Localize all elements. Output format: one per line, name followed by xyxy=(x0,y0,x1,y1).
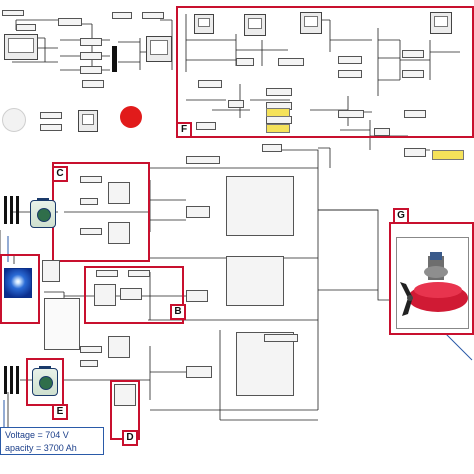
signal-block[interactable] xyxy=(262,144,282,152)
battery-bus xyxy=(16,366,19,394)
signal-block[interactable] xyxy=(402,50,424,58)
converter-block[interactable] xyxy=(108,182,130,204)
signal-block[interactable] xyxy=(80,38,102,46)
signal-block[interactable] xyxy=(402,70,424,78)
label-e: E xyxy=(52,404,68,420)
subsystem-block[interactable] xyxy=(236,332,294,396)
propeller-motor-icon xyxy=(400,252,468,316)
scope-block[interactable] xyxy=(244,14,266,36)
display-block xyxy=(266,108,290,117)
converter-block[interactable] xyxy=(94,284,116,306)
label-b: B xyxy=(170,304,186,320)
signal-block[interactable] xyxy=(266,116,292,124)
signal-block[interactable] xyxy=(338,110,364,118)
signal-block[interactable] xyxy=(80,228,102,235)
label-d: D xyxy=(122,430,138,446)
signal-block[interactable] xyxy=(142,12,164,19)
signal-block[interactable] xyxy=(58,18,82,26)
converter-block[interactable] xyxy=(108,336,130,358)
subsystem-block[interactable] xyxy=(226,176,294,236)
converter-block[interactable] xyxy=(108,222,130,244)
charging-led-on xyxy=(120,106,142,128)
scope-block[interactable] xyxy=(194,14,214,34)
gain-block[interactable] xyxy=(236,58,254,66)
pv-subsystem[interactable] xyxy=(44,298,80,350)
signal-block[interactable] xyxy=(404,110,426,118)
measurement-block[interactable] xyxy=(186,290,208,302)
gain-block[interactable] xyxy=(374,128,390,136)
signal-block[interactable] xyxy=(2,10,24,16)
display-block xyxy=(266,124,290,133)
voltage-text: Voltage = 704 V xyxy=(5,430,69,440)
signal-block[interactable] xyxy=(112,12,132,19)
signal-block[interactable] xyxy=(80,346,102,353)
battery-bus xyxy=(10,196,13,224)
display-block xyxy=(432,150,464,160)
region-f xyxy=(176,6,474,138)
battery-bus xyxy=(16,196,19,224)
battery-region xyxy=(26,358,64,406)
battery-spec-box: Voltage = 704 V apacity = 3700 Ah xyxy=(0,427,104,455)
scope-block[interactable] xyxy=(146,36,172,62)
signal-block[interactable] xyxy=(80,176,102,183)
gain-block[interactable] xyxy=(228,100,244,108)
subsystem-block[interactable] xyxy=(226,256,284,306)
label-g: G xyxy=(393,208,409,224)
signal-block[interactable] xyxy=(404,148,426,157)
label-c: C xyxy=(52,166,68,182)
signal-block[interactable] xyxy=(16,24,36,31)
signal-block[interactable] xyxy=(196,122,216,130)
measurement-block[interactable] xyxy=(186,206,210,218)
pv-block[interactable] xyxy=(42,260,60,282)
signal-block[interactable] xyxy=(40,112,62,119)
capacity-text: apacity = 3700 Ah xyxy=(5,443,77,453)
signal-block[interactable] xyxy=(128,270,150,277)
signal-block[interactable] xyxy=(338,56,362,64)
signal-block[interactable] xyxy=(80,66,102,74)
signal-block[interactable] xyxy=(278,58,304,66)
signal-block[interactable] xyxy=(186,156,220,164)
scope-block[interactable] xyxy=(4,34,38,60)
battery-bus xyxy=(10,366,13,394)
battery-bus xyxy=(4,196,7,224)
battery-bus xyxy=(4,366,7,394)
signal-block[interactable] xyxy=(80,52,102,60)
signal-block[interactable] xyxy=(264,334,298,342)
charging-led-off xyxy=(2,108,26,132)
signal-block[interactable] xyxy=(80,198,98,205)
scope-block[interactable] xyxy=(300,12,322,34)
signal-block[interactable] xyxy=(266,88,292,96)
signal-block[interactable] xyxy=(80,360,98,367)
signal-block[interactable] xyxy=(120,288,142,300)
signal-block[interactable] xyxy=(338,70,362,78)
measurement-block[interactable] xyxy=(186,366,212,378)
region-b xyxy=(84,266,184,324)
scope-block[interactable] xyxy=(430,12,452,34)
battery-icon xyxy=(32,366,58,396)
converter-block[interactable] xyxy=(114,384,136,406)
mux-bar xyxy=(112,46,117,72)
label-f: F xyxy=(176,122,192,138)
scope-block[interactable] xyxy=(78,110,98,132)
pv-region xyxy=(0,254,40,324)
signal-block[interactable] xyxy=(198,80,222,88)
battery-icon xyxy=(30,198,56,228)
signal-block[interactable] xyxy=(96,270,118,277)
signal-block[interactable] xyxy=(40,124,62,131)
signal-block[interactable] xyxy=(82,80,104,88)
solar-panel-icon xyxy=(4,268,32,298)
